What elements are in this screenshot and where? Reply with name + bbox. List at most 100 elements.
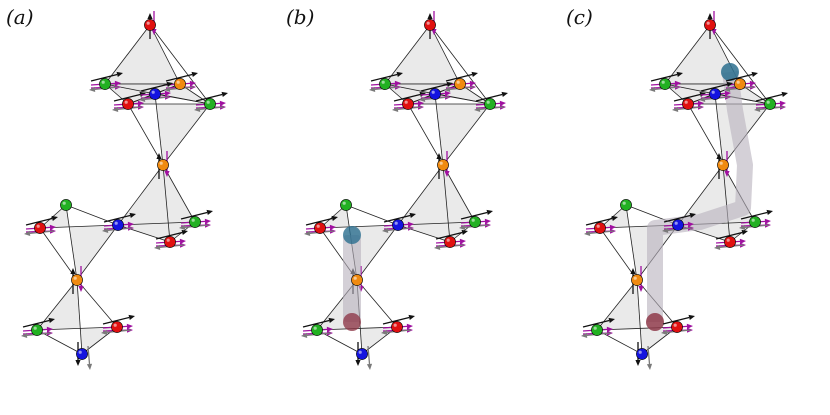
tetrahedron-edge — [434, 93, 491, 105]
tetrahedron-edge — [664, 83, 716, 95]
site-blue — [102, 212, 136, 233]
site-green — [369, 71, 403, 92]
site-green-spin-arrow — [755, 91, 788, 102]
site-green — [474, 91, 508, 112]
site-red-spin-arrow — [102, 314, 135, 325]
site-red-spin-arrow — [585, 215, 618, 226]
site-red — [392, 91, 426, 112]
site-red — [154, 229, 188, 250]
site-blue — [139, 81, 173, 102]
tetrahedron-edge — [345, 204, 399, 226]
site-red — [112, 91, 146, 112]
site-red — [704, 19, 716, 31]
tetrahedron-edge — [149, 24, 181, 85]
site-red — [381, 314, 415, 335]
tetrahedron-edge — [162, 103, 211, 166]
site-red — [434, 229, 468, 250]
site-orange — [631, 274, 643, 286]
panel-label-c: (c) — [566, 5, 593, 29]
site-blue-spin-arrow — [383, 212, 416, 223]
site-green — [340, 199, 352, 211]
site-green — [89, 71, 123, 92]
tetrahedron-edge — [709, 24, 771, 105]
tetrahedron-edge — [76, 279, 83, 355]
site-green — [60, 199, 72, 211]
site-blue-spin-arrow — [700, 81, 733, 92]
site-red — [101, 314, 135, 335]
site-red — [714, 229, 748, 250]
panel-label-a: (a) — [6, 5, 34, 29]
tetrahedron-edge — [442, 164, 476, 223]
site-red-spin-arrow — [382, 314, 415, 325]
site-green-spin-arrow — [650, 71, 683, 82]
site-blue — [356, 348, 368, 360]
spin-arrow — [86, 345, 93, 370]
tetrahedron-face — [128, 94, 210, 165]
site-green-spin-arrow — [460, 209, 493, 220]
site-green-spin-arrow — [740, 209, 773, 220]
site-blue — [699, 81, 733, 102]
tetrahedron-edge — [442, 164, 451, 243]
site-blue — [382, 212, 416, 233]
site-orange-spin-arrow — [725, 71, 758, 82]
site-orange — [157, 159, 169, 171]
tetrahedron-edge — [714, 93, 771, 105]
tetrahedron-edge — [722, 164, 731, 243]
site-orange — [351, 274, 363, 286]
lattice — [301, 11, 508, 370]
site-red-spin-arrow — [435, 229, 468, 240]
site-orange — [717, 159, 729, 171]
tetrahedron-edge — [407, 103, 444, 166]
site-blue — [419, 81, 453, 102]
site-red-spin-arrow — [715, 229, 748, 240]
site-red-spin-arrow — [662, 314, 695, 325]
panel-a: (a) — [6, 5, 228, 370]
tetrahedron-edge — [434, 93, 444, 166]
tetrahedron-face — [597, 280, 677, 354]
tetrahedron-edge — [154, 93, 164, 166]
site-green-spin-arrow — [302, 317, 335, 328]
site-blue-spin-arrow — [103, 212, 136, 223]
site-red-spin-arrow — [155, 229, 188, 240]
tetrahedron-edge — [442, 103, 491, 166]
tetrahedron-face — [408, 94, 490, 165]
site-orange — [437, 159, 449, 171]
tetrahedron-edge — [429, 24, 461, 85]
site-red — [304, 215, 338, 236]
lattice — [21, 11, 228, 370]
tetrahedron-edge — [117, 164, 164, 226]
tetrahedron-edge — [65, 204, 119, 226]
tetrahedron-edge — [714, 93, 724, 166]
tetrahedron-edge — [154, 93, 211, 105]
site-green-spin-arrow — [195, 91, 228, 102]
site-green — [21, 317, 55, 338]
site-red — [144, 19, 156, 31]
lattice — [581, 11, 788, 370]
spin-arrow — [646, 345, 653, 370]
site-orange — [164, 71, 198, 92]
tetrahedron-edge — [104, 24, 151, 85]
panel-label-b: (b) — [286, 5, 314, 29]
site-green — [754, 91, 788, 112]
tetrahedron-face — [688, 94, 770, 165]
site-green — [194, 91, 228, 112]
site-red — [424, 19, 436, 31]
tetrahedron-edge — [162, 164, 171, 243]
tetrahedron-edge — [429, 24, 491, 105]
tetrahedron-edge — [76, 279, 118, 328]
tetrahedron-edge — [356, 279, 398, 328]
site-green-spin-arrow — [180, 209, 213, 220]
panel-b: (b) — [286, 5, 508, 370]
tetrahedron-edge — [127, 103, 164, 166]
site-orange-spin-arrow — [445, 71, 478, 82]
site-green-spin-arrow — [90, 71, 123, 82]
tetrahedron-edge — [162, 164, 196, 223]
site-red — [661, 314, 695, 335]
spin-arrow — [366, 345, 373, 370]
path-end-marker — [646, 313, 664, 331]
tetrahedron-face — [600, 205, 678, 280]
site-green — [649, 71, 683, 92]
tetrahedron-face — [40, 205, 118, 280]
tetrahedron-edge — [356, 224, 399, 281]
